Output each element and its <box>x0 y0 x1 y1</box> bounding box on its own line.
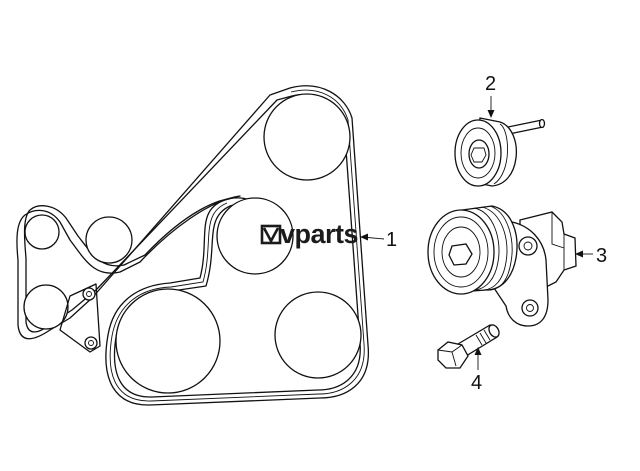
belt-rib-line <box>109 89 365 402</box>
tensioner-arm-hole-bottom <box>521 299 539 317</box>
bracket-hole-top <box>82 287 96 301</box>
callout-2: 2 <box>485 73 496 95</box>
mounting-bolt <box>437 324 500 369</box>
belt-inner-edge <box>23 93 361 398</box>
pulley-top <box>263 93 351 181</box>
watermark-brand: vparts <box>280 219 358 249</box>
pulley-left-bottom <box>23 284 69 330</box>
callout-1: 1 <box>386 229 397 251</box>
serpentine-belt <box>16 85 369 406</box>
idler-hex-nut <box>470 147 487 163</box>
vparts-watermark: vparts <box>260 219 359 249</box>
bracket <box>59 283 101 353</box>
belt-tensioner <box>427 205 577 327</box>
pulley-middle <box>216 197 294 275</box>
callout-leaders <box>360 96 593 370</box>
pulley-small <box>85 216 133 264</box>
idler-pulley <box>454 117 546 187</box>
tensioner-hex-bolt <box>448 243 473 266</box>
tensioner-arm-hole-top <box>518 236 538 256</box>
vparts-logo-mark-icon <box>260 224 282 245</box>
idler-shaft <box>507 119 544 135</box>
pulley-left-top <box>24 214 60 250</box>
pulley-large-bottom <box>115 288 221 394</box>
callout-4: 4 <box>471 372 482 394</box>
bracket-hole-bottom <box>84 336 98 350</box>
pulley-bottom-right <box>274 291 362 379</box>
callout-3: 3 <box>596 245 607 267</box>
